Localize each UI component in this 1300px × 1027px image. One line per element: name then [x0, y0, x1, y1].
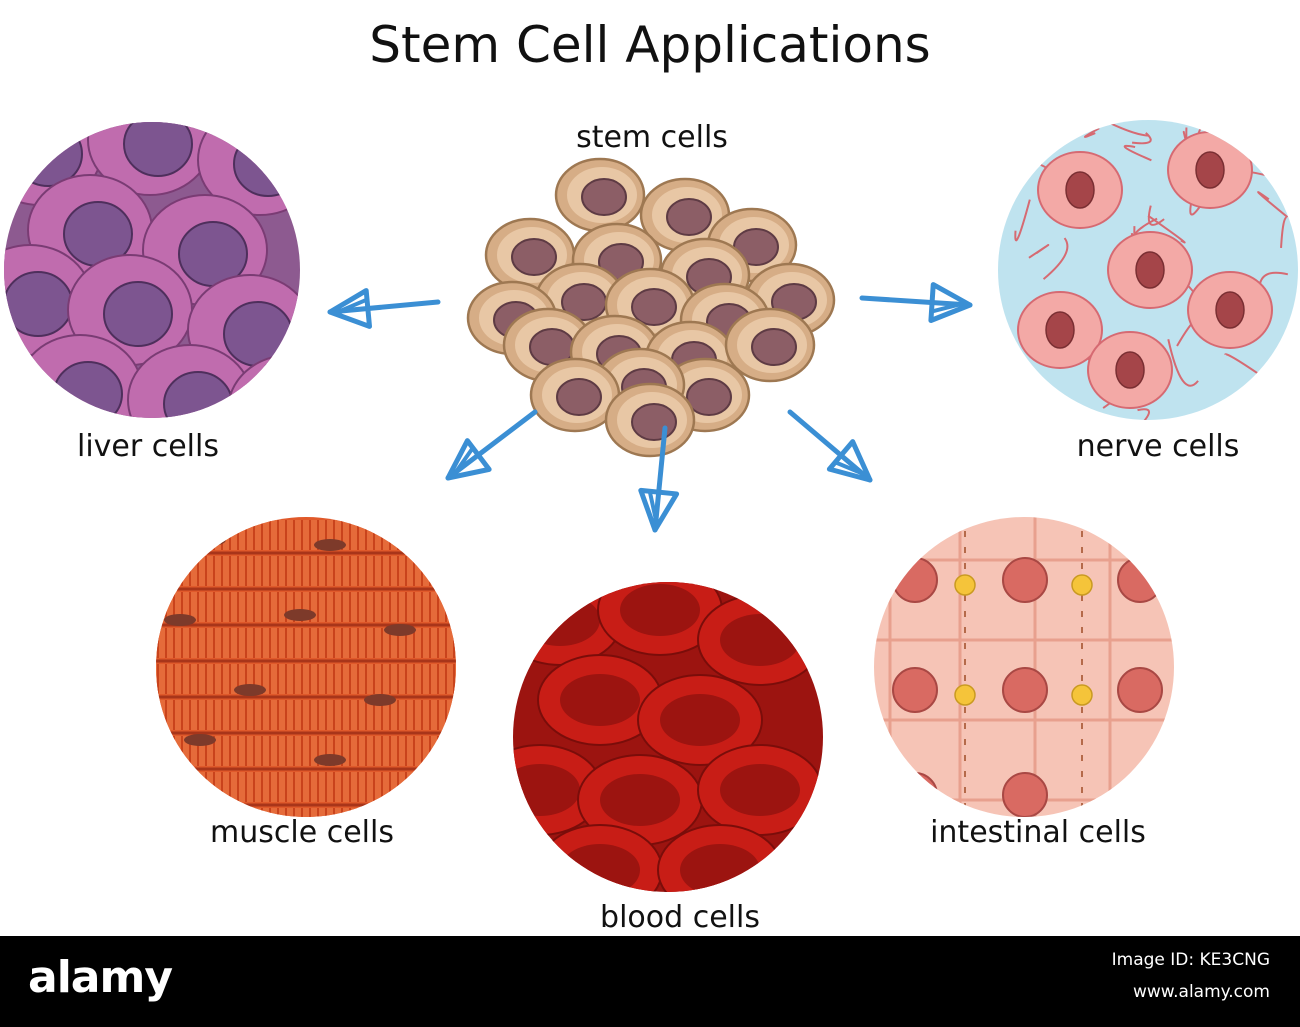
- liver-cells-image: [4, 122, 300, 418]
- arrow-to-blood-cells: [638, 425, 680, 533]
- arrow-to-intestinal-cells: [787, 409, 873, 483]
- intestinal-cells-node: intestinal cells: [874, 517, 1174, 850]
- intestinal-cells-image: [874, 517, 1174, 817]
- arrow-to-liver-cells: [327, 288, 441, 329]
- liver-cells-node: liver cells: [4, 122, 300, 464]
- stem-cell-group: [466, 157, 836, 458]
- nerve-cells-image: [998, 120, 1298, 420]
- muscle-cells-node: muscle cells: [156, 517, 456, 850]
- stem-cells-label: stem cells: [576, 120, 728, 155]
- stem-cells-cluster: stem cells: [466, 120, 836, 458]
- muscle-cells-label: muscle cells: [210, 815, 394, 850]
- arrows: [327, 282, 973, 533]
- watermark-footer: alamy Image ID: KE3CNG www.alamy.com: [0, 936, 1300, 1027]
- stock-image-id: Image ID: KE3CNG: [1111, 950, 1270, 970]
- blood-cells-node: blood cells: [513, 582, 823, 935]
- stem-cell-diagram: Stem Cell Applications stem cells liver …: [4, 16, 1298, 935]
- arrow-to-nerve-cells: [859, 282, 973, 324]
- stock-site: www.alamy.com: [1132, 982, 1270, 1002]
- stock-logo: alamy: [28, 952, 173, 1003]
- nerve-cells-node: nerve cells: [998, 120, 1298, 464]
- nerve-cells-label: nerve cells: [1077, 429, 1240, 464]
- liver-cells-label: liver cells: [77, 429, 219, 464]
- diagram-title: Stem Cell Applications: [369, 16, 930, 74]
- arrow-to-muscle-cells: [445, 409, 538, 481]
- muscle-cells-image: [156, 517, 456, 817]
- blood-cells-label: blood cells: [600, 900, 760, 935]
- blood-cells-image: [513, 582, 823, 892]
- intestinal-cells-label: intestinal cells: [930, 815, 1146, 850]
